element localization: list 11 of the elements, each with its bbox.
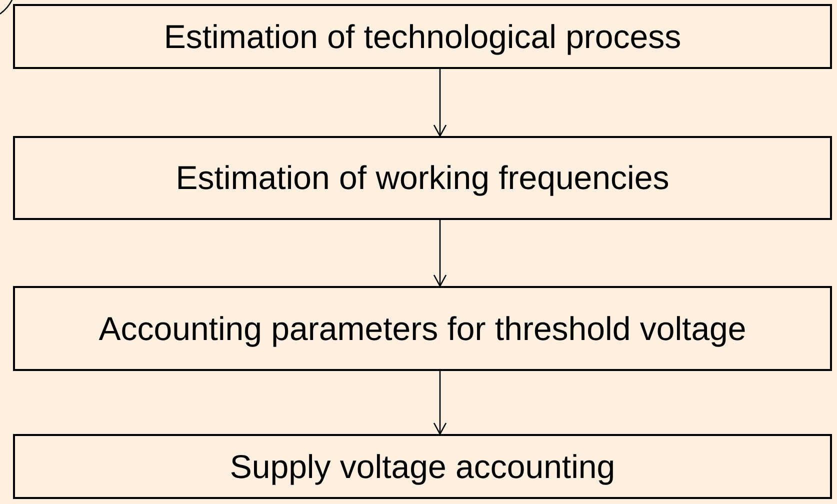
process-box bbox=[13, 136, 832, 220]
arrow bbox=[433, 69, 447, 137]
process-box bbox=[13, 4, 832, 69]
box-label: Estimation of technological process bbox=[164, 16, 682, 57]
arrow bbox=[433, 371, 447, 435]
box-label: Accounting parameters for threshold voltage bbox=[98, 308, 746, 349]
process-box bbox=[13, 434, 832, 499]
box-label: Estimation of working frequencies bbox=[176, 158, 670, 198]
box-label: Supply voltage accounting bbox=[230, 446, 616, 487]
process-box bbox=[13, 286, 832, 371]
arrow bbox=[433, 220, 447, 287]
